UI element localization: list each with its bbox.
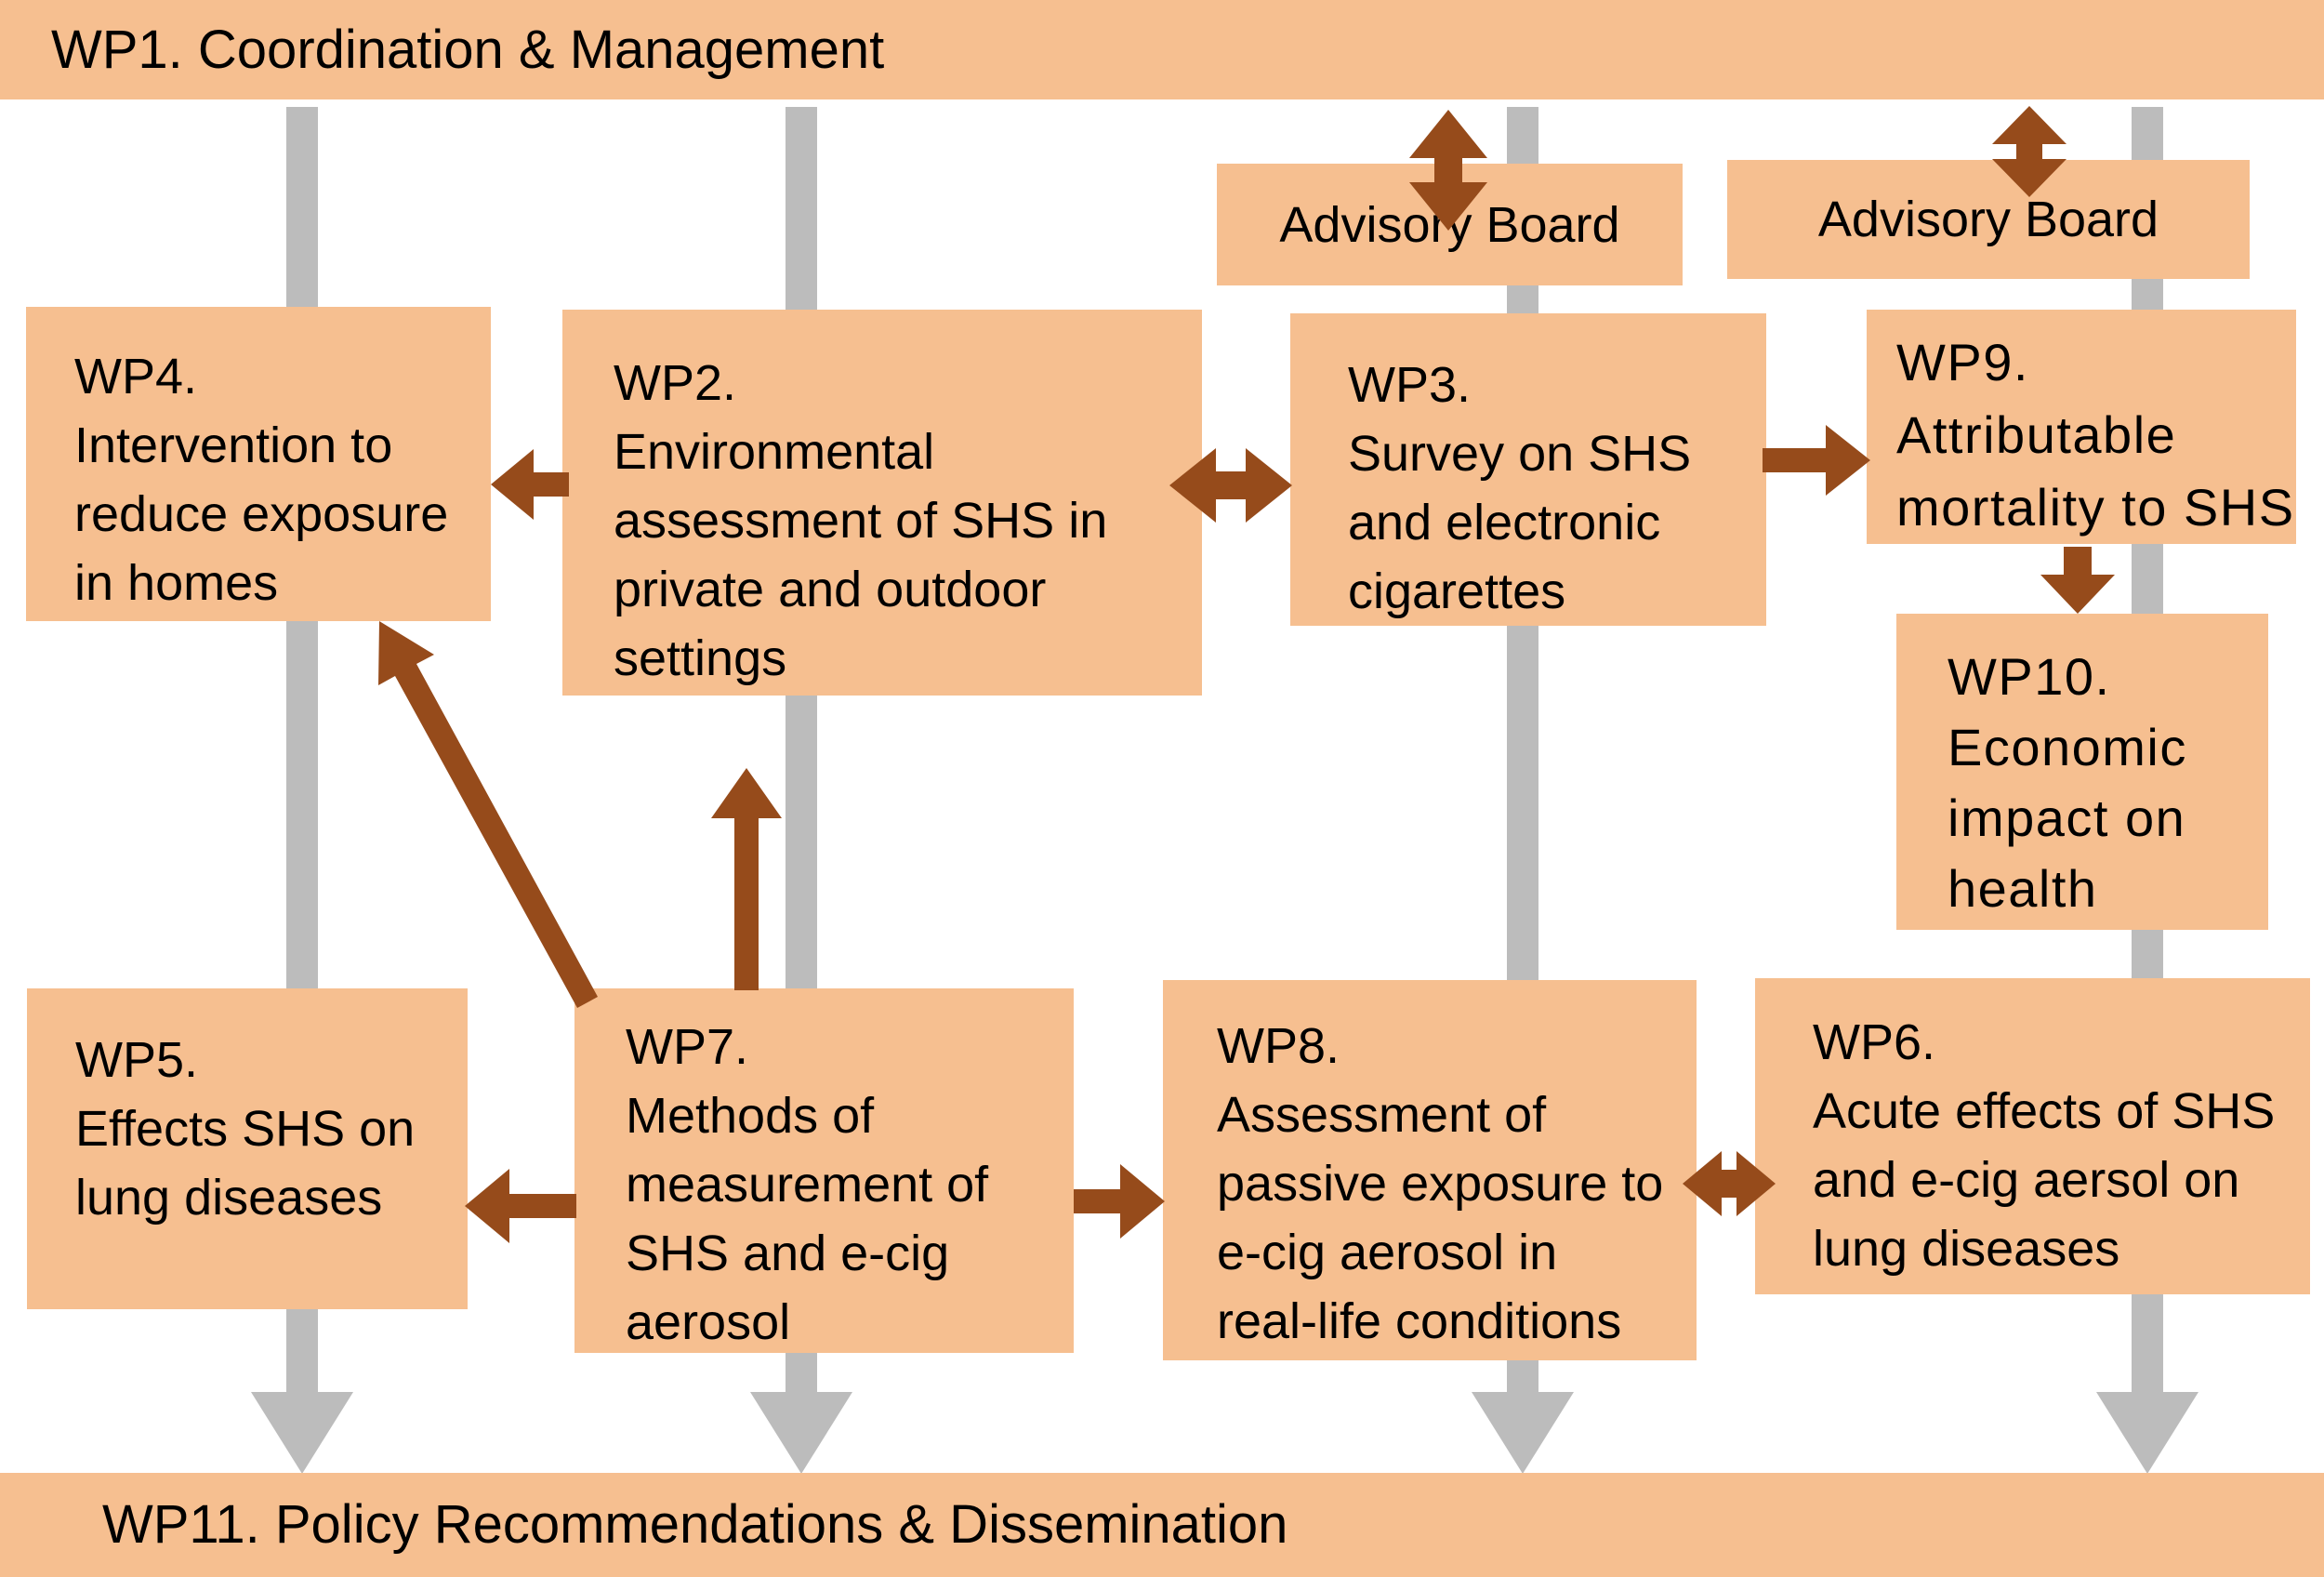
wp5-box: WP5. Effects SHS on lung diseases [27,988,468,1309]
wp7-box: WP7. Methods of measurement of SHS and e… [574,988,1074,1353]
arrow-wp3-to-wp9-icon [1763,425,1870,496]
advisory-board-right-box: Advisory Board [1727,160,2250,279]
arrow-wp7-to-wp2-icon [711,768,782,990]
flow-arrowhead-1-icon [251,1392,353,1474]
flow-arrowhead-2-icon [750,1392,852,1474]
arrow-wp1-advisory-right-icon [1992,106,2067,197]
arrow-wp7-to-wp4-icon [378,621,598,1008]
flow-arrowhead-3-icon [1472,1392,1574,1474]
arrow-wp7-to-wp5-icon [465,1169,576,1243]
arrow-wp2-to-wp4-icon [491,449,569,520]
arrow-wp8-wp6-icon [1683,1151,1776,1216]
wp2-box: WP2. Environmental assessment of SHS in … [562,310,1202,696]
wp4-box: WP4. Intervention to reduce exposure in … [26,307,491,621]
wp10-box: WP10. Economic impact on health [1896,614,2268,930]
arrow-wp7-to-wp8-icon [1074,1164,1165,1239]
wp3-box: WP3. Survey on SHS and electronic cigare… [1290,313,1766,626]
arrow-wp1-advisory-left-icon [1409,110,1487,231]
arrow-wp2-wp3-icon [1169,448,1292,523]
wp9-box: WP9. Attributable mortality to SHS [1867,310,2296,544]
wp6-box: WP6. Acute effects of SHS and e-cig aers… [1755,978,2310,1294]
arrow-wp9-to-wp10-icon [2040,547,2115,614]
wp1-coordination-bar: WP1. Coordination & Management [0,0,2324,99]
flow-arrowhead-4-icon [2096,1392,2199,1474]
wp11-dissemination-bar: WP11. Policy Recommendations & Dissemina… [0,1473,2324,1577]
wp8-box: WP8. Assessment of passive exposure to e… [1163,980,1697,1360]
